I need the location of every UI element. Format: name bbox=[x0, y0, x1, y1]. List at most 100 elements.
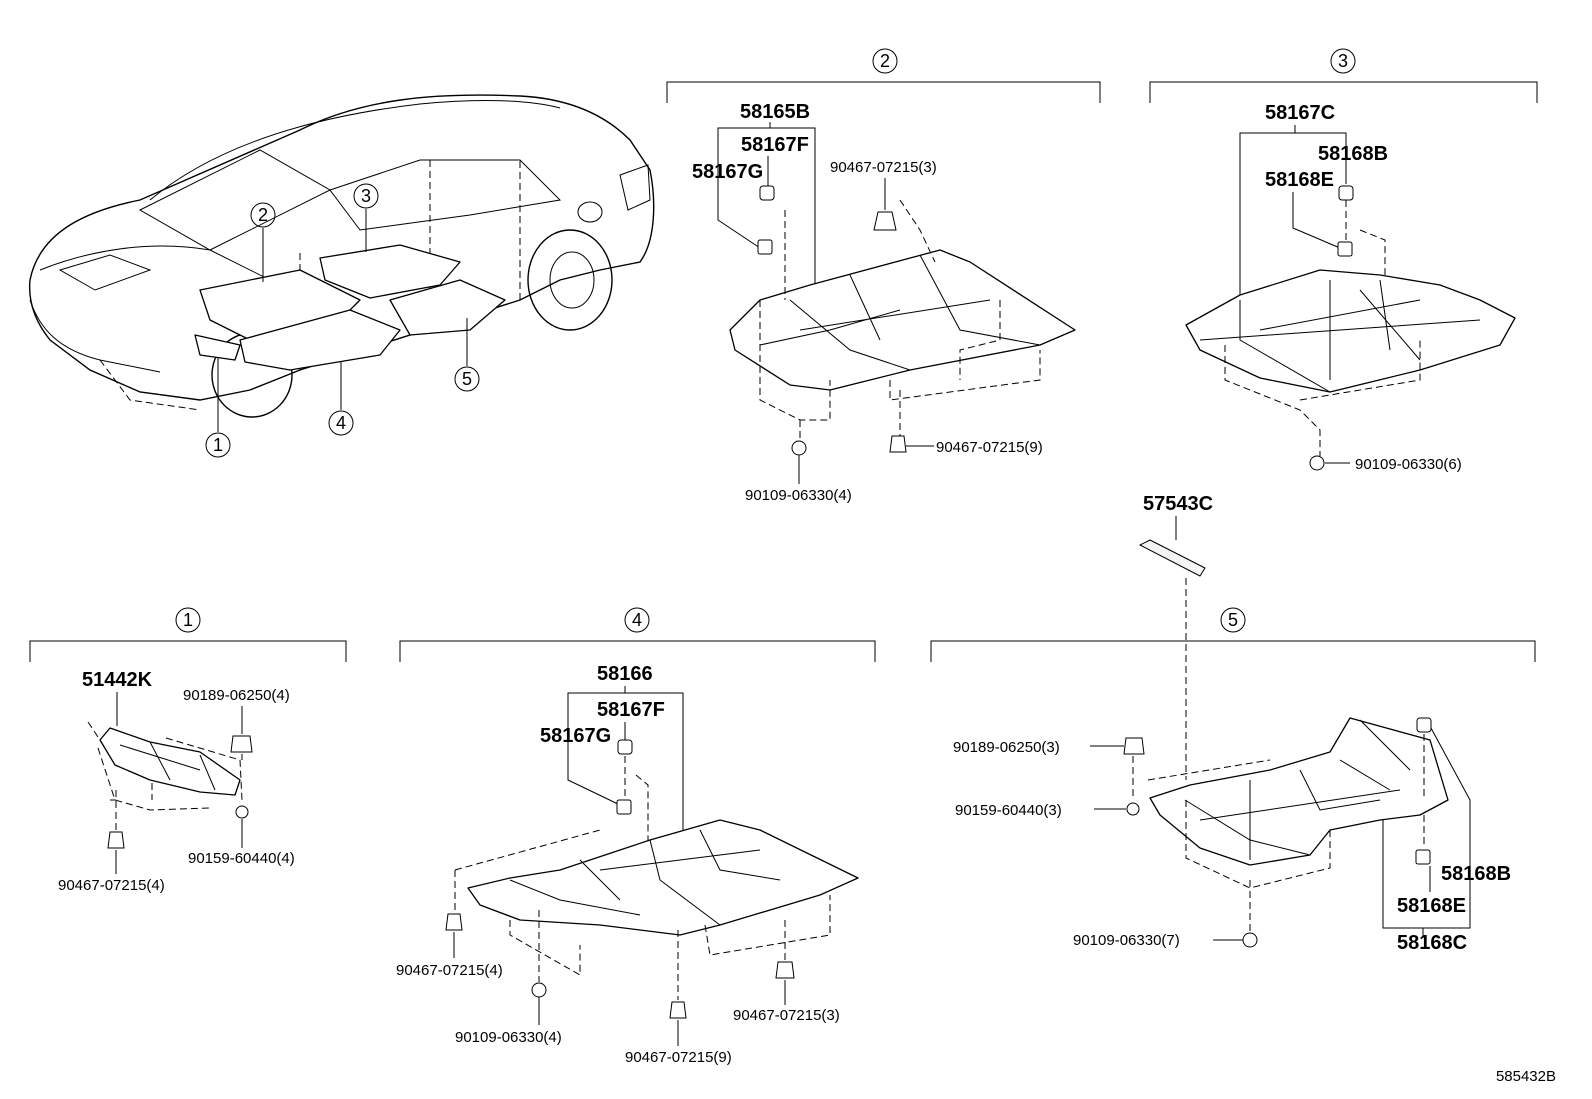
label-58167C: 58167C bbox=[1265, 102, 1335, 124]
fastener-58168B-g3 bbox=[1338, 185, 1354, 201]
cover-51442K bbox=[99, 727, 241, 796]
fastener-58168B-g5 bbox=[1416, 717, 1432, 733]
bolt-90109-06330-6 bbox=[1309, 455, 1325, 471]
undercover-5 bbox=[1149, 717, 1449, 866]
car-rear-wheel bbox=[527, 229, 613, 331]
clip-90467-07215-3-g4 bbox=[775, 961, 795, 979]
clip-90467-07215-4-g1 bbox=[107, 831, 125, 849]
svg-text:5: 5 bbox=[462, 369, 472, 389]
group-2-number-circle bbox=[872, 48, 898, 74]
label-90189-06250-3: 90189-06250(3) bbox=[953, 739, 1060, 756]
undercover-58165B bbox=[729, 249, 1076, 391]
label-58168B-g3: 58168B bbox=[1318, 143, 1388, 165]
car-body-outline bbox=[28, 94, 655, 401]
car-rear-light bbox=[619, 164, 651, 211]
car-roofline bbox=[149, 100, 561, 201]
label-58168E-g3: 58168E bbox=[1265, 169, 1334, 191]
group-3-number-circle bbox=[1330, 48, 1356, 74]
clip-90467-07215-9-g4 bbox=[669, 1001, 687, 1019]
car-callout-5: 5 bbox=[454, 318, 480, 392]
car-undercover-1 bbox=[194, 334, 241, 361]
svg-text:3: 3 bbox=[361, 186, 371, 206]
group-5-dashed-guides bbox=[1132, 734, 1425, 932]
undercover-58166 bbox=[467, 819, 859, 936]
car-callout-1: 1 bbox=[205, 358, 231, 458]
label-90109-06330-4-g2: 90109-06330(4) bbox=[745, 487, 852, 504]
group-4-dashed-guides bbox=[454, 756, 831, 1000]
group-1-dashed-guides bbox=[87, 721, 243, 830]
group-1-number-circle bbox=[175, 607, 201, 633]
group-1-number: 1 bbox=[183, 610, 193, 630]
label-58167F-g4: 58167F bbox=[597, 699, 665, 721]
undercover-58166-ribs bbox=[509, 829, 781, 926]
fastener-58168E-g5 bbox=[1415, 849, 1431, 865]
svg-text:4: 4 bbox=[336, 413, 346, 433]
undercover-58165B-ribs bbox=[759, 254, 1041, 371]
label-90467-07215-4-g4: 90467-07215(4) bbox=[396, 962, 503, 979]
label-58168C: 58168C bbox=[1397, 932, 1467, 954]
group-1: 1 51442K 90189-06250(4) 90159-60440(4) 9… bbox=[29, 607, 347, 894]
group-5-leader-bracket bbox=[1382, 727, 1471, 936]
label-90467-07215-3-g4: 90467-07215(3) bbox=[733, 1007, 840, 1024]
undercover-5-ribs bbox=[1184, 719, 1411, 860]
group-4-number-circle bbox=[624, 607, 650, 633]
group-5-number-circle bbox=[1220, 607, 1246, 633]
group-5-number: 5 bbox=[1228, 610, 1238, 630]
group-2-leader-bracket bbox=[717, 122, 816, 285]
label-90467-07215-4-g1: 90467-07215(4) bbox=[58, 877, 165, 894]
car-callout-3: 3 bbox=[353, 183, 379, 252]
car-undercover-5 bbox=[389, 279, 506, 336]
car-undercover-3 bbox=[319, 244, 461, 299]
label-58168B-g5: 58168B bbox=[1441, 863, 1511, 885]
nut-90189-06250-3 bbox=[1123, 737, 1145, 755]
bolt-90109-06330-4-g4 bbox=[531, 982, 547, 998]
label-90159-60440-4: 90159-60440(4) bbox=[188, 850, 295, 867]
label-90109-06330-7: 90109-06330(7) bbox=[1073, 932, 1180, 949]
bolt-90109-06330-7 bbox=[1242, 932, 1258, 948]
group-4-leader-bracket bbox=[567, 686, 684, 840]
label-90159-60440-3: 90159-60440(3) bbox=[955, 802, 1062, 819]
fastener-58167G-g4 bbox=[616, 799, 632, 815]
clip-90467-07215-4-g4 bbox=[445, 913, 463, 931]
label-57543C: 57543C bbox=[1143, 493, 1213, 515]
label-90467-07215-9-g2: 90467-07215(9) bbox=[936, 439, 1043, 456]
group-2-bracket bbox=[666, 81, 1101, 103]
group-5: 57543C 5 90189-06250(3) 90159-60440(3) 9… bbox=[930, 493, 1536, 954]
group-3: 3 58167C 58168B 58168E 90109-06330(6) bbox=[1149, 48, 1538, 473]
undercover-58167C-ribs bbox=[1199, 279, 1481, 393]
undercover-58167C bbox=[1185, 269, 1516, 393]
label-58166: 58166 bbox=[597, 663, 653, 685]
car-callout-2: 2 bbox=[250, 202, 276, 282]
car-side-window bbox=[329, 159, 562, 231]
group-1-bracket bbox=[29, 640, 347, 662]
car-front-bumper bbox=[29, 299, 161, 373]
group-4-number: 4 bbox=[632, 610, 642, 630]
label-51442K: 51442K bbox=[82, 669, 153, 691]
label-90109-06330-4-g4: 90109-06330(4) bbox=[455, 1029, 562, 1046]
group-2: 2 58165B 58167F 58167G 90467-07215(3) 90… bbox=[666, 48, 1101, 504]
figure-code: 585432B bbox=[1496, 1068, 1556, 1085]
car-callout-4: 4 bbox=[328, 362, 354, 436]
car-hood bbox=[39, 245, 291, 291]
label-58168E-g5: 58168E bbox=[1397, 895, 1466, 917]
label-58165B: 58165B bbox=[740, 101, 810, 123]
car-windshield bbox=[138, 149, 332, 251]
fastener-58167F-g4 bbox=[617, 739, 633, 755]
clip-90467-07215-9-g2 bbox=[889, 435, 907, 453]
car-undercover-4 bbox=[239, 309, 401, 371]
svg-text:2: 2 bbox=[258, 205, 268, 225]
fastener-58167F-g2 bbox=[759, 185, 775, 201]
screw-90159-60440-4 bbox=[235, 805, 249, 819]
group-3-number: 3 bbox=[1338, 51, 1348, 71]
label-90467-07215-9-g4: 90467-07215(9) bbox=[625, 1049, 732, 1066]
group-5-bracket bbox=[930, 640, 1536, 662]
car-headlight bbox=[58, 254, 152, 291]
cover-51442K-ribs bbox=[119, 741, 216, 791]
car-overview: 2 3 1 4 5 bbox=[28, 94, 655, 458]
fastener-58168E-g3 bbox=[1337, 241, 1353, 257]
group-3-leader-bracket bbox=[1239, 125, 1347, 298]
label-58167G-g2: 58167G bbox=[692, 161, 763, 183]
group-2-dashed-guides bbox=[759, 199, 1041, 440]
group-4-bracket bbox=[399, 640, 876, 662]
